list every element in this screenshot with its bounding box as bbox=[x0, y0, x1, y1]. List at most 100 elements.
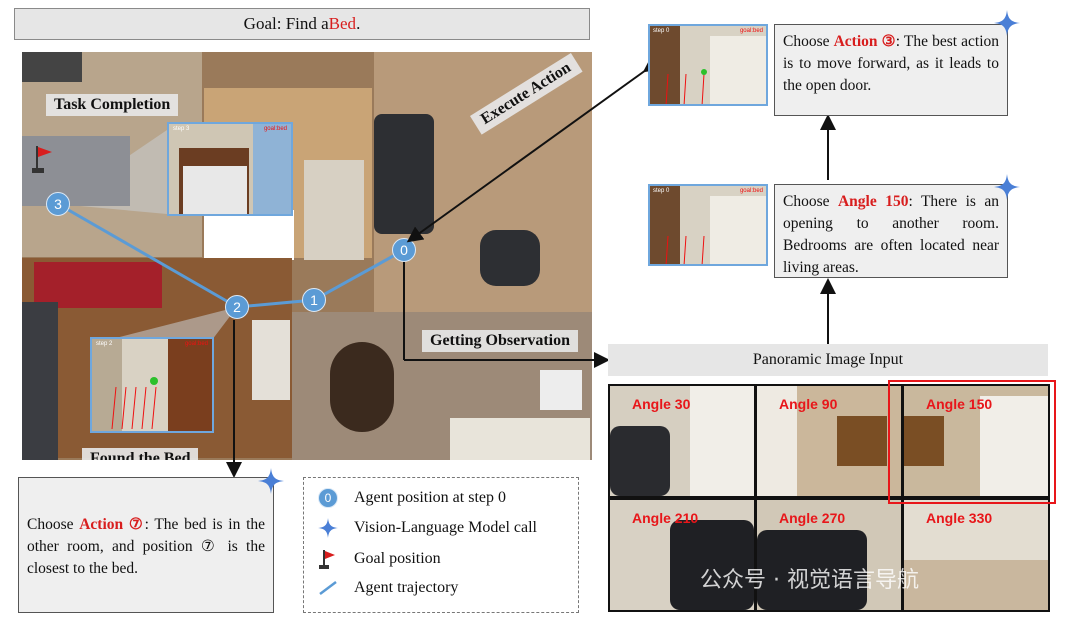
legend-row-goal: Goal position bbox=[318, 548, 441, 570]
goal-prefix: Goal: Find a bbox=[243, 14, 329, 33]
wall-left bbox=[92, 339, 122, 431]
agent-trajectory bbox=[57, 202, 405, 309]
action3-text: : The best action is to move forward, as… bbox=[783, 33, 1000, 94]
thumb-action-rays bbox=[665, 69, 707, 104]
thumb-door bbox=[650, 26, 680, 104]
stove bbox=[540, 370, 582, 410]
action3-pre: Choose bbox=[783, 33, 834, 50]
kitchen-counter bbox=[252, 320, 290, 400]
angle150-text: : There is an opening to another room. B… bbox=[783, 193, 1000, 276]
legend-agent-text: Agent position at step 0 bbox=[354, 489, 506, 506]
trajectory-line-icon bbox=[319, 581, 337, 595]
pano-chair-150 bbox=[904, 416, 944, 466]
goal-suffix: . bbox=[356, 14, 361, 33]
legend-row-vlm: Vision-Language Model call bbox=[318, 518, 537, 538]
task-completion-view: step 3 goal:bed bbox=[167, 122, 293, 216]
goal-flag-icon bbox=[32, 146, 52, 173]
pano-sofa-270 bbox=[757, 530, 867, 610]
red-bed bbox=[34, 262, 162, 308]
angle150-pre: Choose bbox=[783, 193, 838, 210]
pano-cell-150: Angle 150 bbox=[904, 386, 1048, 496]
pano-recliner bbox=[610, 426, 670, 496]
view-cone-step2 bbox=[92, 307, 237, 344]
door bbox=[168, 339, 212, 431]
pano-cell-210: Angle 210 bbox=[610, 500, 754, 610]
pano-angle-270: Angle 270 bbox=[779, 510, 846, 526]
pano-cell-30: Angle 30 bbox=[610, 386, 754, 496]
thumb-goal-label: goal:bed bbox=[739, 28, 763, 34]
angle150-reasoning-box: Choose Angle 150: There is an opening to… bbox=[774, 184, 1008, 278]
step0-thumb-action: step 0 goal:bed bbox=[648, 24, 768, 106]
vlm-star-icon bbox=[258, 468, 284, 494]
selected-angle-highlight bbox=[888, 380, 1056, 504]
action7-pre: Choose bbox=[27, 516, 80, 533]
view-step3-label: step 3 bbox=[173, 126, 190, 132]
action7-reasoning-box: Choose Action ⑦: The bed is in the other… bbox=[18, 477, 274, 613]
legend-vlm-text: Vision-Language Model call bbox=[354, 519, 537, 536]
execute-action-arrow bbox=[406, 56, 661, 243]
action3-key: Action ③ bbox=[833, 33, 896, 50]
pano-angle-210: Angle 210 bbox=[632, 510, 699, 526]
trajectory-node-3: 3 bbox=[46, 192, 70, 216]
getting-observation-label: Getting Observation bbox=[422, 330, 578, 352]
thumb-goal-label-2: goal:bed bbox=[739, 188, 763, 194]
bed-sheet bbox=[183, 166, 247, 214]
wall-corner bbox=[22, 52, 82, 82]
found-bed-view: step 2 goal:bed bbox=[90, 337, 214, 433]
pano-sofa-210 bbox=[670, 520, 754, 610]
thumb-step0-label-2: step 0 bbox=[653, 188, 670, 194]
vlm-star-icon bbox=[994, 10, 1020, 36]
action-rays bbox=[111, 377, 158, 430]
goal-banner: Goal: Find a Bed . bbox=[14, 8, 590, 40]
trajectory-node-2: 2 bbox=[225, 295, 249, 319]
found-bed-label: Found the Bed bbox=[82, 448, 199, 460]
stairs bbox=[304, 160, 364, 260]
window bbox=[253, 124, 291, 214]
legend-trajectory-text: Agent trajectory bbox=[354, 579, 459, 596]
pano-angle-330: Angle 330 bbox=[926, 510, 993, 526]
angle150-key: Angle 150 bbox=[837, 193, 909, 210]
pano-cell-90: Angle 90 bbox=[757, 386, 901, 496]
pano-chairs-90 bbox=[837, 416, 887, 466]
watermark: 公众号 · 视觉语言导航 bbox=[700, 568, 919, 593]
view-step2-label: step 2 bbox=[96, 341, 113, 347]
view-goal-label: goal:bed bbox=[263, 126, 287, 132]
counter-bottom bbox=[450, 418, 590, 460]
task-completion-label: Task Completion bbox=[46, 94, 179, 116]
vlm-star-icon bbox=[994, 174, 1020, 200]
vlm-star-icon bbox=[318, 518, 338, 538]
legend-goal-text: Goal position bbox=[354, 550, 441, 567]
thumb-angle-rays bbox=[665, 235, 705, 264]
view-goal-label-2: goal:bed bbox=[184, 341, 208, 347]
panoramic-input-title: Panoramic Image Input bbox=[608, 344, 1048, 376]
trajectory-node-1: 1 bbox=[302, 288, 326, 312]
pano-cell-270: Angle 270 bbox=[757, 500, 901, 610]
legend: 0 Agent position at step 0 Vision-Langua… bbox=[303, 477, 579, 613]
thumb-wall bbox=[710, 36, 766, 104]
agent-position-icon: 0 bbox=[318, 488, 338, 508]
room-stair-void bbox=[204, 210, 294, 260]
action3-reasoning-box: Choose Action ③: The best action is to m… bbox=[774, 24, 1008, 116]
pano-wall-150 bbox=[980, 396, 1048, 496]
panorama-grid: Angle 30 Angle 90 Angle 150 Angle 210 An… bbox=[608, 384, 1050, 612]
thumb-wall-2 bbox=[710, 196, 766, 264]
goal-target: Bed bbox=[328, 14, 357, 33]
goal-flag-icon bbox=[319, 550, 335, 569]
action7-key: Action ⑦ bbox=[79, 516, 145, 533]
thumb-door-2 bbox=[650, 186, 680, 264]
pano-wall-30 bbox=[690, 386, 754, 496]
legend-row-agent: 0 Agent position at step 0 bbox=[318, 488, 506, 508]
step0-thumb-angle: step 0 goal:bed bbox=[648, 184, 768, 266]
thumb-step0-label: step 0 bbox=[653, 28, 670, 34]
pano-angle-30: Angle 30 bbox=[632, 396, 691, 412]
action7-text: : The bed is in the other room, and posi… bbox=[27, 516, 266, 577]
pano-cell-330: Angle 330 bbox=[904, 500, 1048, 610]
pano-wall-90 bbox=[757, 386, 797, 496]
dining-table bbox=[330, 342, 394, 432]
pano-angle-90: Angle 90 bbox=[779, 396, 838, 412]
pano-angle-150: Angle 150 bbox=[926, 396, 993, 412]
pano-floor-330 bbox=[904, 560, 1048, 610]
dark-furniture bbox=[22, 302, 58, 460]
legend-row-trajectory: Agent trajectory bbox=[318, 578, 458, 598]
